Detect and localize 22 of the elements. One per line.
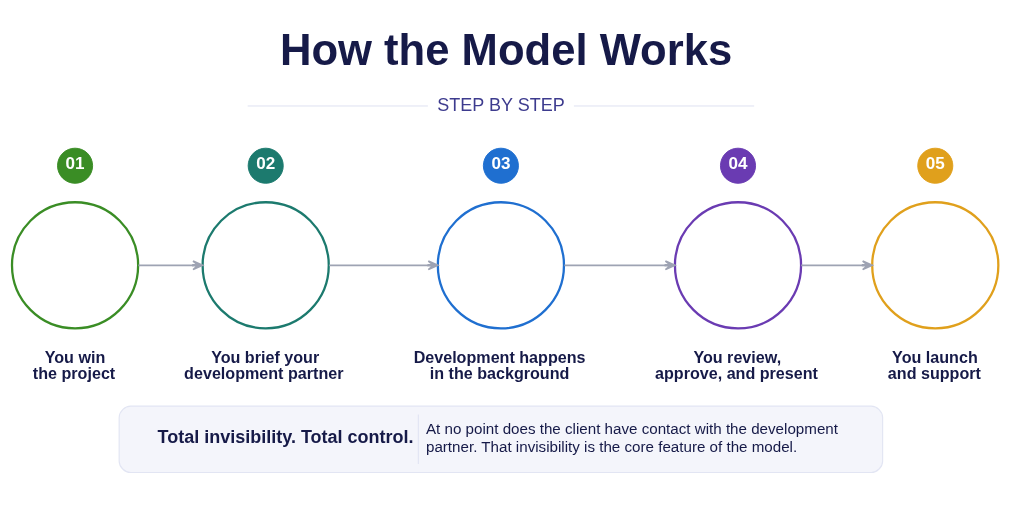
node-circle: 01	[57, 147, 94, 184]
arrow	[328, 259, 439, 270]
node-label: Development happens in the background	[413, 347, 586, 382]
node-circle	[201, 200, 330, 330]
arrow	[137, 259, 204, 270]
node-box: Total invisibility. Total control. At no point does the client have contact with the development partner. That invisibility is the core feature of the model.	[118, 405, 884, 473]
diagram-title: How the Model Works	[279, 25, 733, 74]
node-circle	[436, 200, 566, 330]
node-circle	[673, 200, 803, 330]
node-label: You brief your development partner	[184, 347, 344, 382]
node-label: You review, approve, and present	[655, 347, 818, 382]
node-label: You launch and support	[887, 347, 981, 382]
arrow	[800, 259, 873, 270]
node-circle: 04	[720, 147, 757, 184]
node-circle: 03	[482, 147, 519, 184]
node-label: You win the project	[32, 347, 116, 382]
arrow	[563, 259, 676, 270]
node-circle: 02	[247, 147, 284, 184]
node-circle	[10, 200, 140, 330]
node-circle	[871, 200, 1000, 330]
label: STEP BY STEP	[437, 94, 565, 115]
node-circle: 05	[917, 147, 954, 184]
